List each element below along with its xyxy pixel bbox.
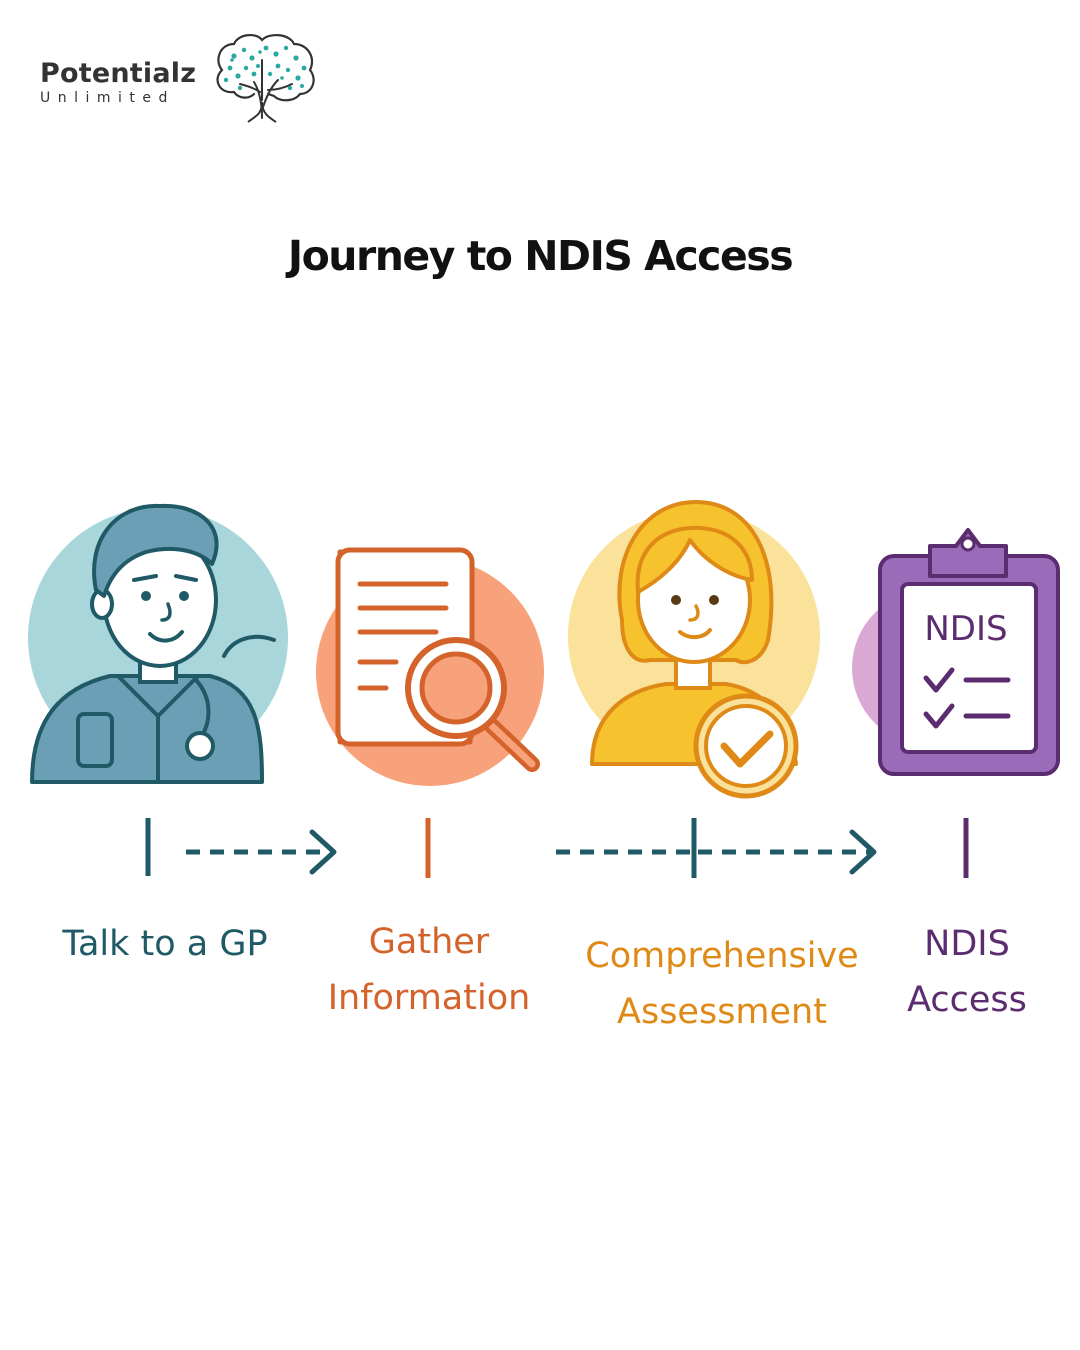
timeline [145,818,969,878]
doctor-icon [28,503,288,784]
step-label-comprehensive-assessment: Comprehensive Assessment [585,936,859,1032]
brand-tagline: Unlimited [40,90,175,106]
arrow-right-icon [309,829,337,875]
page-title: Journey to NDIS Access [287,232,794,280]
clipboard-label: NDIS [924,609,1007,649]
brand-name: Potentialz [40,58,197,89]
step-label-ndis-access: NDIS Access [907,924,1027,1020]
brain-tree-icon [216,34,315,123]
step-label-talk-to-gp: Talk to a GP [62,924,268,964]
brand-logo: Potentialz Unlimited [38,30,338,130]
step-label-gather-information: Gather Information [327,922,531,1018]
ndis-clipboard-icon: NDIS [852,528,1060,776]
assessor-check-icon [568,499,820,799]
document-search-icon [316,547,544,786]
arrow-right-icon [849,829,877,875]
